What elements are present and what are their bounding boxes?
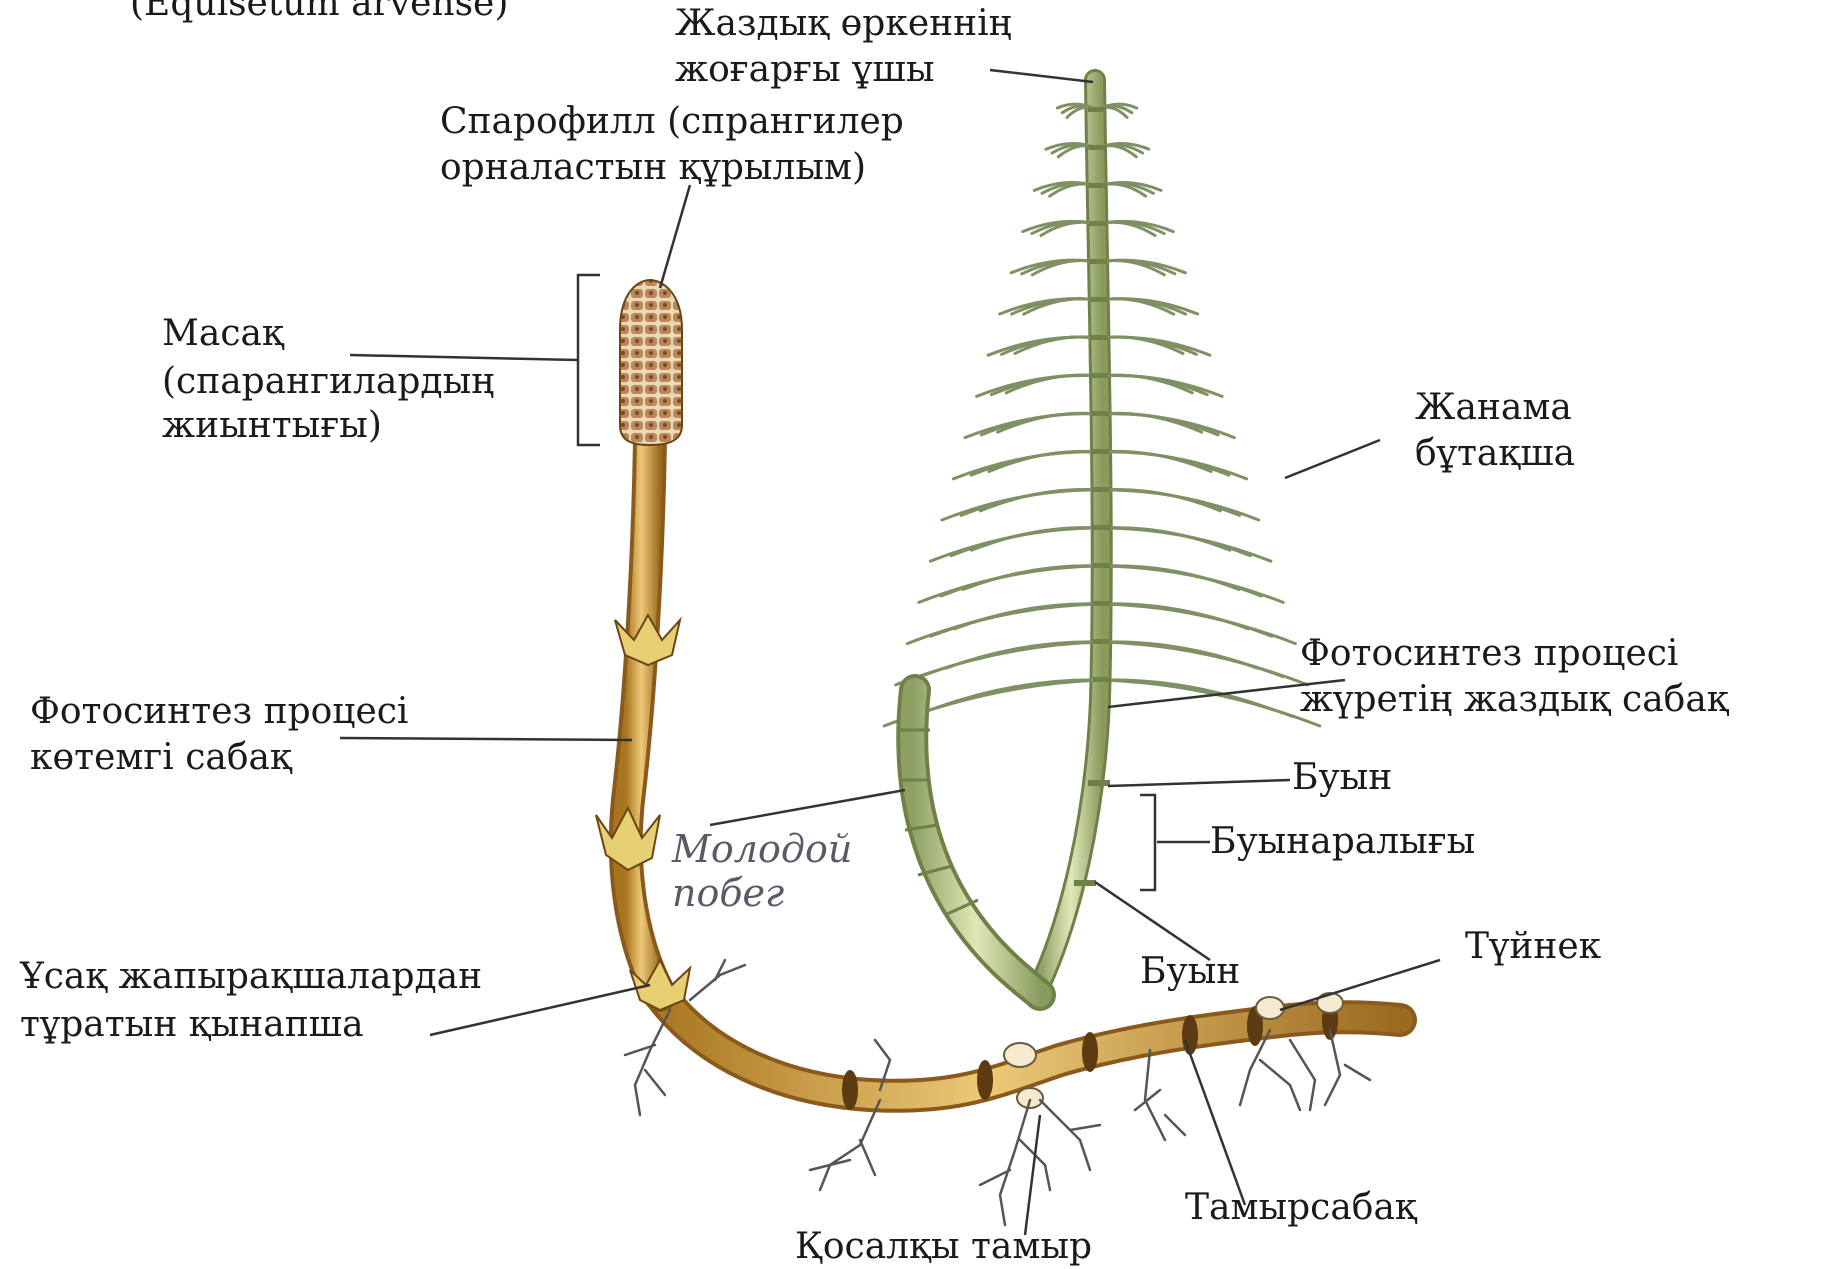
label-sheath-line1: Ұсақ жапырақшалардан [20, 955, 482, 999]
label-rhizome: Тамырсабақ [1185, 1186, 1417, 1230]
label-sporophyll-line1: Спарофилл (спрангилер [440, 100, 904, 144]
label-spike-line3: жиынтығы) [162, 404, 382, 448]
label-node-lower: Буын [1140, 950, 1240, 994]
label-photosynthetic-stem-line2: жүретің жаздық сабақ [1300, 678, 1729, 722]
label-summer-tip-line2: жоғарғы ұшы [675, 48, 935, 92]
label-photosynthetic-stem-line1: Фотосинтез процесі [1300, 632, 1678, 676]
label-sporophyll-line2: орналастын құрылым) [440, 146, 866, 190]
label-internode: Буынаралығы [1210, 820, 1475, 864]
label-spring-stem-line2: көтемгі сабақ [30, 736, 292, 780]
label-side-branch-line1: Жанама [1415, 386, 1572, 430]
label-young-shoot-line1: Молодой [672, 826, 852, 872]
label-sheath-line2: тұратын қынапша [20, 1003, 364, 1047]
label-spring-stem-line1: Фотосинтез процесі [30, 690, 408, 734]
spike-bracket [578, 275, 600, 445]
title-partial: (Equisetum arvense) [130, 0, 508, 26]
internode-bracket [1140, 795, 1155, 890]
young-shoot-drawing [900, 690, 1040, 995]
label-spike-line2: (спарангилардың [162, 360, 494, 404]
label-node-upper: Буын [1292, 756, 1392, 800]
label-spike-line1: Масақ [162, 312, 284, 356]
label-adventitious-root: Қосалқы тамыр [795, 1225, 1092, 1269]
label-tuber: Түйнек [1465, 925, 1601, 969]
label-summer-tip-line1: Жаздық өркеннің [675, 2, 1012, 46]
label-young-shoot-line2: побег [672, 870, 784, 916]
label-side-branch-line2: бұтақша [1415, 432, 1575, 476]
